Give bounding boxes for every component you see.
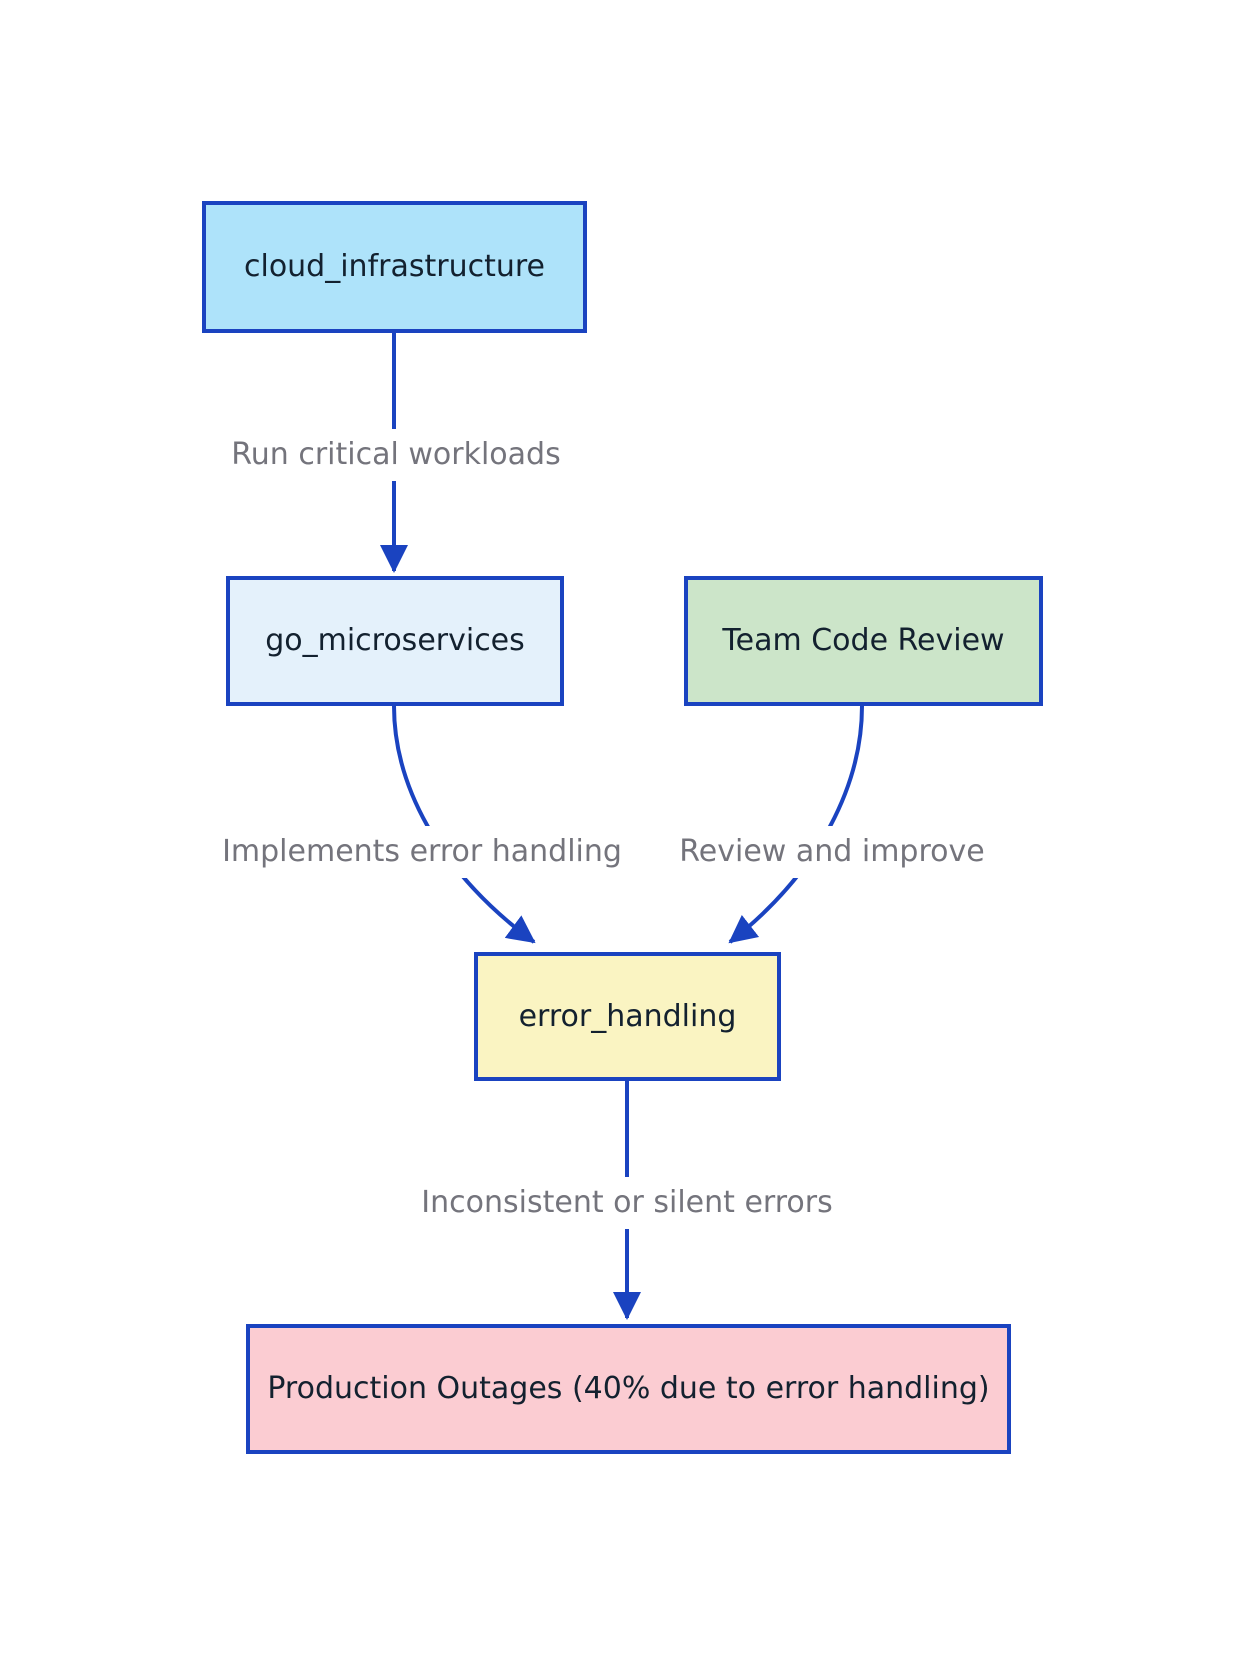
node-label: error_handling: [518, 998, 737, 1034]
node-go-microservices: go_microservices: [226, 576, 564, 706]
node-production-outages: Production Outages (40% due to error han…: [246, 1324, 1011, 1454]
node-team-code-review: Team Code Review: [684, 576, 1043, 706]
edge-label-inconsistent-or-silent-errors: Inconsistent or silent errors: [409, 1177, 845, 1229]
edge-label-implements-error-handling: Implements error handling: [210, 826, 634, 878]
edge-go-to-error: [392, 705, 536, 944]
node-cloud-infrastructure: cloud_infrastructure: [202, 201, 587, 333]
edge-label-review-and-improve: Review and improve: [667, 826, 997, 878]
node-label: Team Code Review: [722, 623, 1005, 658]
node-label: Production Outages (40% due to error han…: [267, 1371, 990, 1406]
node-label: cloud_infrastructure: [243, 249, 545, 284]
node-label: go_microservices: [265, 623, 525, 658]
edge-label-run-critical-workloads: Run critical workloads: [219, 429, 573, 481]
edge-team-to-error: [728, 705, 864, 944]
node-error-handling: error_handling: [474, 952, 781, 1081]
